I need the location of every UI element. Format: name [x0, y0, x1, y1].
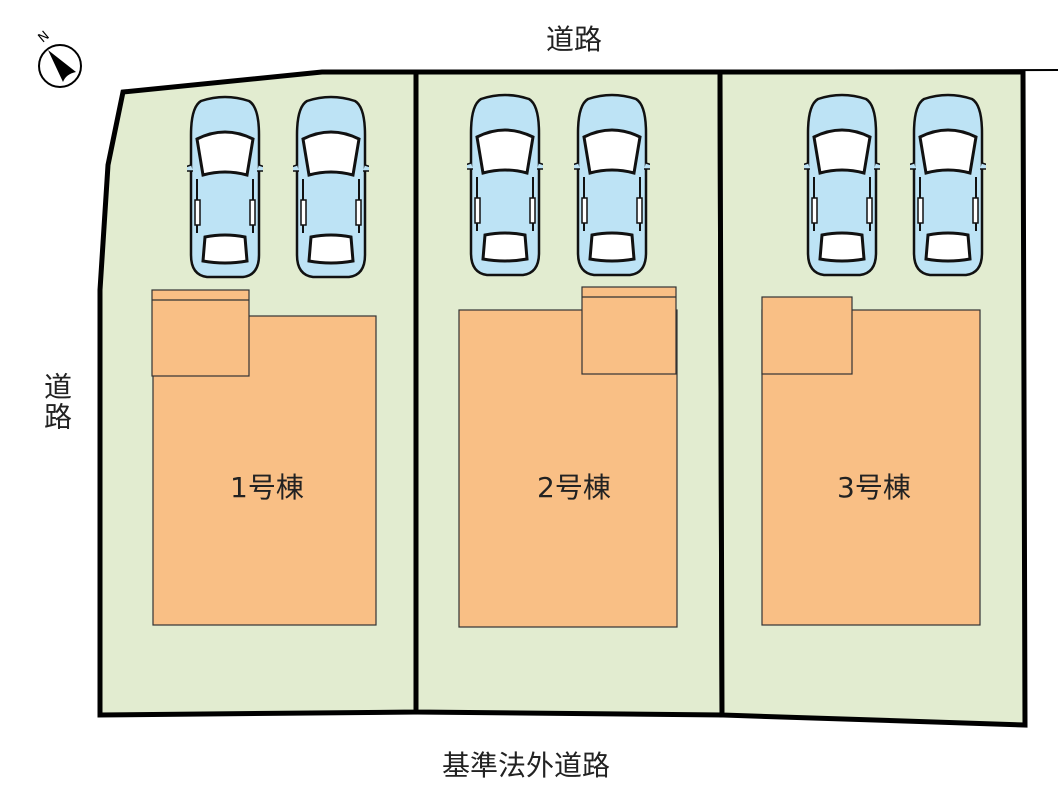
parked-car-icon — [187, 95, 263, 279]
parked-car-icon — [804, 93, 880, 277]
parked-car-icon — [910, 93, 986, 277]
building-2-label: 2号棟 — [537, 471, 611, 504]
parked-car-icon — [293, 95, 369, 279]
north-arrow-compass: N — [36, 28, 82, 88]
parked-car-icon — [574, 93, 650, 277]
road-label-west: 道路 — [40, 372, 73, 432]
road-label-north: 道路 — [546, 23, 603, 56]
building-2[interactable] — [458, 286, 678, 628]
building-3-label: 3号棟 — [837, 471, 911, 504]
parked-car-icon — [467, 93, 543, 277]
building-1-label: 1号棟 — [230, 471, 304, 504]
compass-north-label: N — [36, 28, 53, 46]
building-3[interactable] — [761, 296, 981, 626]
road-label-south: 基準法外道路 — [442, 749, 611, 782]
building-1[interactable] — [151, 289, 377, 626]
